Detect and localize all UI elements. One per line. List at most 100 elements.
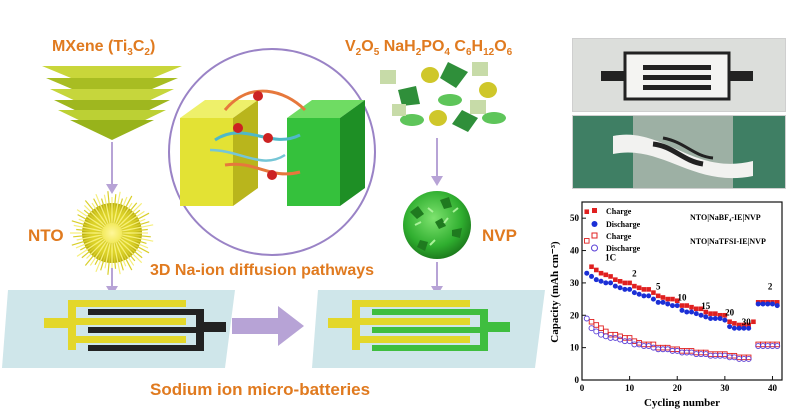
nto-spike [117,202,138,226]
nto-spike [118,202,143,227]
rate-label: 30 [742,317,752,327]
y-tick-label: 50 [570,213,580,223]
data-point [583,315,590,322]
nto-spike [95,193,109,224]
data-point [660,299,666,305]
data-point [593,322,600,328]
nto-spike [112,194,117,224]
data-point [626,335,633,341]
nto-spike [95,242,109,273]
data-point [769,301,775,307]
data-point [736,325,742,331]
nto-spike [77,214,104,229]
legend-entry: Charge [606,232,632,241]
data-point [736,322,742,328]
nto-spike [100,242,110,271]
legend-marker-discharge-open [591,244,598,252]
data-point [774,300,780,305]
nto-spike [120,237,150,254]
precursor-c: C [449,38,466,55]
data-point [617,285,623,291]
nto-spike [78,218,103,230]
rate-label: 10 [678,293,688,303]
data-point [693,311,699,317]
nto-spike [83,209,105,228]
data-point [670,296,675,302]
nto-spike [117,240,135,266]
precursor-po: PO [421,38,445,55]
data-point [655,299,661,305]
data-point [588,325,595,332]
nto-spike [84,240,107,266]
device-right [312,290,545,368]
bent-device-image [573,116,785,188]
precursor-nah: NaH [379,38,416,55]
nto-spike [121,228,148,233]
nto-spike [81,238,105,259]
nto-spike [121,233,151,238]
nvp-sphere [403,191,471,259]
data-point [612,283,618,289]
data-point [593,267,599,273]
mxene-label-mid: C [132,38,145,55]
data-point [598,278,604,284]
data-point [727,324,733,330]
precursor-o2: O [494,38,507,55]
data-point [584,238,590,244]
nto-spike [121,234,154,242]
data-point [689,309,695,315]
data-point [631,290,637,296]
y-tick-label: 30 [570,278,580,288]
data-point [674,303,680,309]
nto-spike [76,238,105,257]
data-point [632,283,637,289]
data-point [703,309,709,315]
nto-spike [93,198,108,225]
data-point [751,319,756,325]
data-point [732,321,737,326]
data-point [698,306,704,312]
data-point [679,303,685,308]
nto-spike [120,212,150,229]
nto-urchin [70,191,154,275]
device-photo-flat [572,38,786,112]
data-point [603,272,609,278]
nto-spike [83,204,106,227]
legend-marker-charge-open [591,232,598,239]
nto-spike [103,194,111,224]
precursor-sub: 2 [355,47,362,59]
precursor-sub: 5 [373,47,380,59]
data-point [665,301,671,307]
mxene-subscript-1: 3 [127,47,133,59]
nto-spike [75,236,103,249]
diffusion-circle [168,48,376,256]
data-point [722,312,728,318]
mxene-subscript-2: 2 [144,47,150,59]
data-point [593,277,599,283]
nto-label: NTO [28,226,64,245]
legend-group-1: NTO|NaBF₄-IE|NVP [690,213,761,222]
rate-label: 20 [725,307,735,317]
nto-spike [79,237,104,251]
x-tick-label: 30 [720,383,730,393]
arrow-mxene-to-nto [106,142,118,194]
data-point [584,209,590,215]
nto-spike [76,228,103,233]
nto-spike [117,202,133,226]
device-left [2,290,235,368]
data-point [689,304,694,310]
data-point [589,264,594,270]
legend-entry: Discharge [606,244,641,253]
nto-spike [71,220,103,231]
data-point [584,270,590,276]
data-point [684,309,690,315]
mxene-label: MXene (Ti3C2) [52,38,155,58]
device-photo-bent [572,115,786,189]
nto-spike [121,218,146,230]
data-point [613,277,618,282]
legend-marker-charge [592,208,597,213]
x-tick-label: 0 [580,383,585,393]
